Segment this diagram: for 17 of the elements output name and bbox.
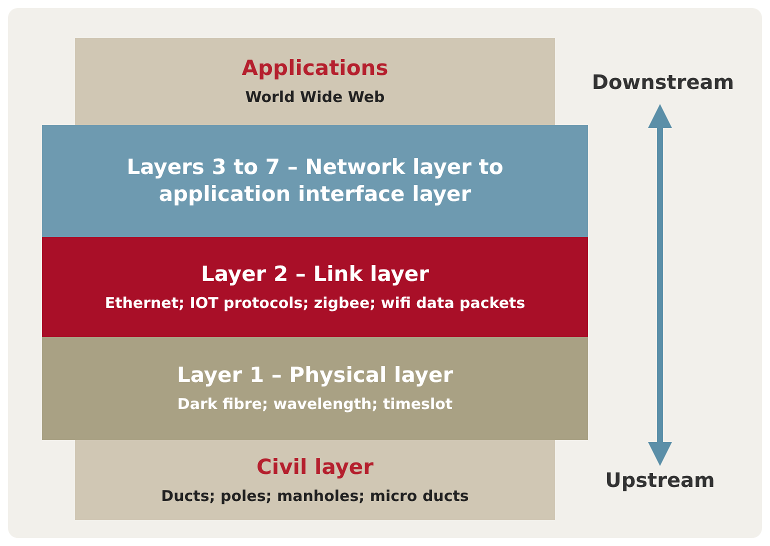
layer-band: [75, 440, 555, 520]
layer-band: [42, 337, 588, 440]
layer-title: Layers 3 to 7 – Network layer to application interface layer: [126, 154, 504, 208]
layer-description: Ethernet; IOT protocols; zigbee; wifi data packets: [104, 292, 526, 314]
layer-band: [42, 237, 588, 337]
direction-label: Downstream: [578, 70, 748, 94]
layer-description: Ducts; poles; manholes; micro ducts: [161, 486, 469, 506]
layer-title: Applications: [242, 55, 388, 82]
layer-title: Civil layer: [256, 454, 374, 480]
layer-band: [75, 38, 555, 125]
direction-label: Upstream: [590, 468, 730, 492]
layer-title: Layer 2 – Link layer: [200, 260, 430, 288]
layer-band: [42, 125, 588, 237]
layer-description: World Wide Web: [245, 87, 385, 108]
double-arrow: [648, 104, 672, 466]
layer-description: Dark fibre; wavelength; timeslot: [177, 394, 453, 415]
layer-title: Layer 1 – Physical layer: [176, 362, 454, 389]
